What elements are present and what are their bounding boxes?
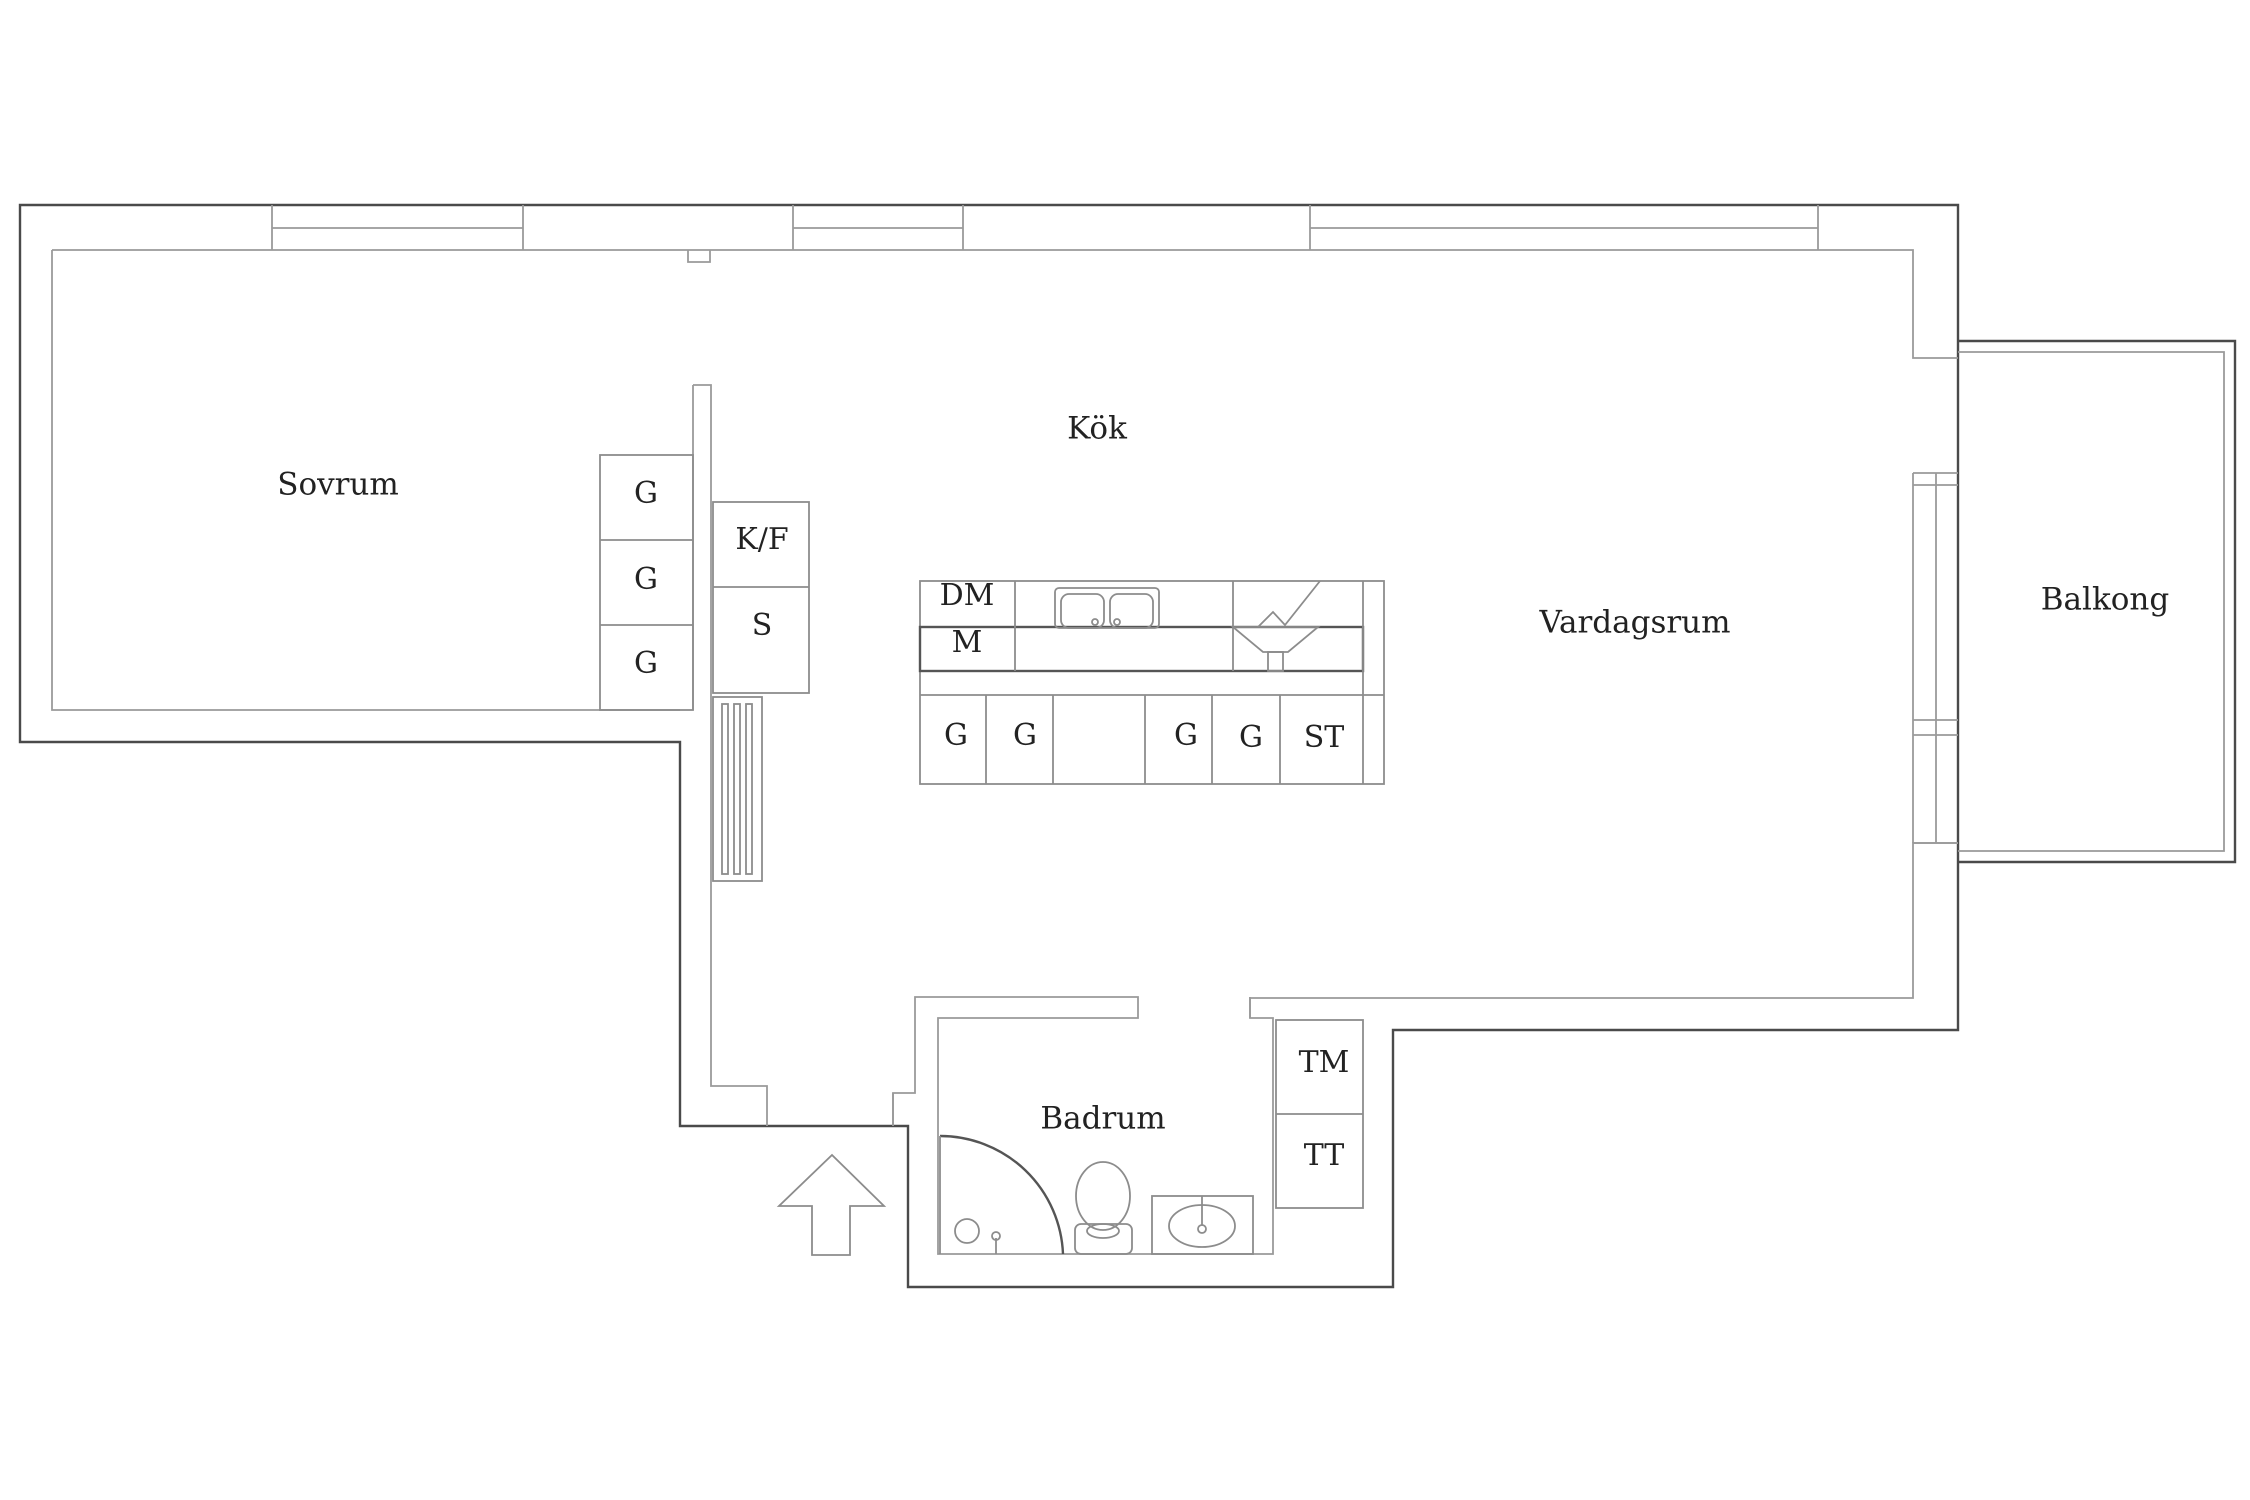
wardrobe-column — [599, 454, 694, 711]
room-label-sovrum: Sovrum — [277, 467, 399, 503]
inner-wall — [52, 249, 1958, 359]
wall-notch — [687, 250, 711, 263]
washer-label: TM — [1299, 1045, 1350, 1080]
toilet — [1074, 1161, 1133, 1255]
radiator — [712, 696, 763, 882]
kitchen-sink — [1054, 587, 1160, 629]
fridge-storage-column — [712, 501, 810, 694]
room-label-badrum: Badrum — [1040, 1101, 1165, 1137]
bathroom-wall-left — [892, 996, 1274, 1255]
dryer-label: TT — [1304, 1138, 1345, 1173]
bedroom-partition — [693, 384, 768, 1126]
windows-top — [271, 205, 1819, 250]
inner-wall-bedroom-bottom — [51, 250, 680, 711]
dishwasher-label: DM — [940, 578, 995, 613]
washbasin — [1151, 1195, 1254, 1255]
room-label-kok: Kök — [1067, 411, 1127, 447]
wardrobe-label: G — [634, 476, 658, 511]
room-label-vardagsrum: Vardagsrum — [1538, 605, 1730, 641]
wardrobe-label: G — [634, 562, 658, 597]
balcony-door — [1912, 472, 1958, 844]
balcony — [1958, 339, 2237, 864]
outer-wall — [18, 203, 1960, 1289]
shower — [939, 1134, 1065, 1255]
kitchen-cabinet-label: G — [1239, 720, 1263, 755]
kitchen-cabinet-label: G — [944, 718, 968, 753]
laundry-column — [1275, 1019, 1364, 1209]
entrance-arrow-icon — [776, 1153, 887, 1256]
range-hood — [1230, 580, 1321, 672]
kitchen-cabinet-label: G — [1013, 718, 1037, 753]
room-label-balkong: Balkong — [2041, 582, 2169, 618]
kitchen-island — [918, 580, 1385, 785]
kitchen-cabinet-label: G — [1174, 718, 1198, 753]
fridge-freezer-label: K/F — [735, 522, 788, 557]
storage-label: S — [752, 608, 773, 643]
stove-label: ST — [1304, 720, 1345, 755]
wardrobe-label: G — [634, 646, 658, 681]
microwave-label: M — [952, 625, 983, 660]
inner-wall-right — [1249, 842, 1958, 1018]
